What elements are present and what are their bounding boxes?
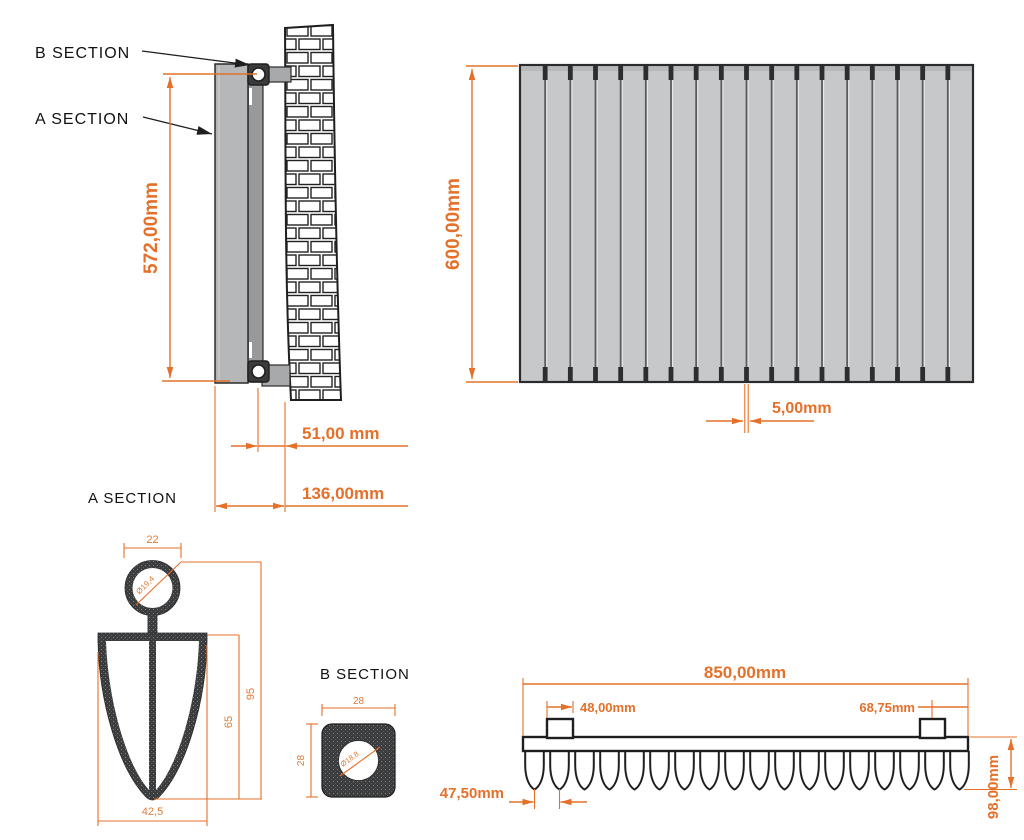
profile-stem [147, 611, 158, 638]
slat-gap-cap-top [869, 66, 875, 80]
slat-gap-cap-bottom [794, 367, 800, 381]
fin [749, 751, 770, 791]
fin [674, 751, 695, 791]
slat-gap-cap-bottom [542, 367, 548, 381]
dim-top-width: 22 [146, 534, 158, 546]
slat-gap-cap-top [945, 66, 951, 80]
callout-a-section: A SECTION [35, 111, 129, 128]
slat-gap-cap-top [744, 66, 749, 80]
fin [899, 751, 920, 791]
slat-gap-cap-bottom [744, 367, 749, 381]
fin [624, 751, 645, 791]
slat-gap-cap-bottom [668, 367, 674, 381]
slat-gap-cap-bottom [618, 367, 624, 381]
dim-side-height: 572,00mm [141, 182, 162, 274]
slat-gap-cap-bottom [869, 367, 875, 381]
bracket-bolt-bottom [251, 364, 266, 379]
callout-a-leader [142, 116, 213, 135]
profile-fin-cavity-left [106, 641, 149, 790]
slat-gap-cap-bottom [945, 367, 951, 381]
fin-row [524, 751, 970, 791]
slat-gap-cap-top [668, 66, 674, 80]
slat-gap-cap-top [769, 66, 775, 80]
dim-bracket-right: 68,75mm [859, 700, 915, 715]
b-section-profile-view: B SECTION Ø18,8 28 28 [296, 666, 410, 798]
fin [849, 751, 870, 791]
slat-gap-cap-top [794, 66, 800, 80]
slat-gap-cap-top [718, 66, 724, 80]
wall-brick-column [283, 23, 343, 401]
dia-leader [339, 746, 381, 777]
fin [649, 751, 670, 791]
dim-total-height: 95 [245, 688, 257, 700]
dim-tube-to-wall: 51,00 mm [302, 424, 380, 443]
mount-arm-top [266, 66, 292, 83]
fin [524, 751, 545, 791]
slat-gap-cap-bottom [920, 367, 926, 381]
dim-square-height: 28 [296, 755, 307, 767]
bracket-tab-left [545, 717, 575, 740]
dim-fin-pitch: 47,50mm [440, 785, 504, 802]
fin [724, 751, 745, 791]
slat-gap-cap-top [593, 66, 598, 80]
dim-bracket-left: 48,00mm [580, 700, 636, 715]
fin [574, 751, 595, 791]
slat-gap-cap-top [567, 66, 573, 80]
slat-gap-cap-bottom [844, 367, 850, 381]
radiator-panel-side [214, 63, 249, 384]
dim-bottom-width: 850,00mm [704, 663, 786, 682]
bracket-tab-right [918, 717, 947, 740]
fin [924, 751, 945, 791]
dim-slat-gap: 5,00mm [772, 400, 832, 417]
slat-gap-cap-top [920, 66, 926, 80]
callout-b-leader [141, 50, 251, 68]
fin [799, 751, 820, 791]
fin [549, 751, 570, 791]
dim-square-width: 28 [353, 696, 365, 707]
fin [599, 751, 620, 791]
dim-body-height: 65 [223, 716, 235, 728]
collector-tube-side [247, 69, 264, 383]
dim-total-depth: 136,00mm [302, 484, 384, 503]
dim-fin-width: 42,5 [142, 806, 163, 818]
slat-gap-cap-bottom [643, 367, 649, 381]
callout-b-section: B SECTION [35, 45, 130, 62]
slat-gap-cap-bottom [819, 367, 825, 381]
fin [874, 751, 895, 791]
tube-slot-top [249, 88, 252, 105]
slat-gap-cap-top [542, 66, 548, 80]
slat-gap-cap-top [693, 66, 699, 80]
bottom-view: 850,00mm 48,00mm 68,75mm 47,50mm 98,00mm [440, 663, 1017, 819]
profile-tube-bore [132, 568, 173, 608]
slat-gap-cap-bottom [718, 367, 724, 381]
slat-gap-cap-top [895, 66, 900, 80]
slat-gap-cap-bottom [895, 367, 900, 381]
a-section-profile-view: 22 Ø19,4 95 65 42,5 [97, 534, 262, 826]
slat-gap-cap-top [819, 66, 825, 80]
slat-dividers [542, 66, 951, 381]
slat-gap-cap-bottom [567, 367, 573, 381]
slat-gap-cap-top [643, 66, 649, 80]
fin [949, 751, 970, 791]
slat-gap-cap-top [618, 66, 624, 80]
dim-front-height: 600,00mm [443, 178, 464, 270]
slat-gap-cap-bottom [769, 367, 775, 381]
slat-gap-cap-top [844, 66, 850, 80]
fin [699, 751, 720, 791]
b-profile-label: B SECTION [320, 666, 410, 683]
profile-fin-cavity-right [156, 641, 199, 790]
front-view: 600,00mm 5,00mm [443, 63, 975, 433]
fin [774, 751, 795, 791]
slat-gap-cap-bottom [593, 367, 598, 381]
tube-slot-bottom [249, 342, 252, 358]
side-section-view: B SECTION A SECTION 572,00mm 51,00 mm 13… [35, 23, 408, 512]
side-view-section-label: A SECTION [88, 490, 177, 507]
dim-bottom-depth: 98,00mm [985, 755, 1002, 819]
slat-gap-cap-bottom [693, 367, 699, 381]
dia-leader [135, 561, 182, 606]
collector-bar [521, 735, 970, 753]
fin [824, 751, 845, 791]
